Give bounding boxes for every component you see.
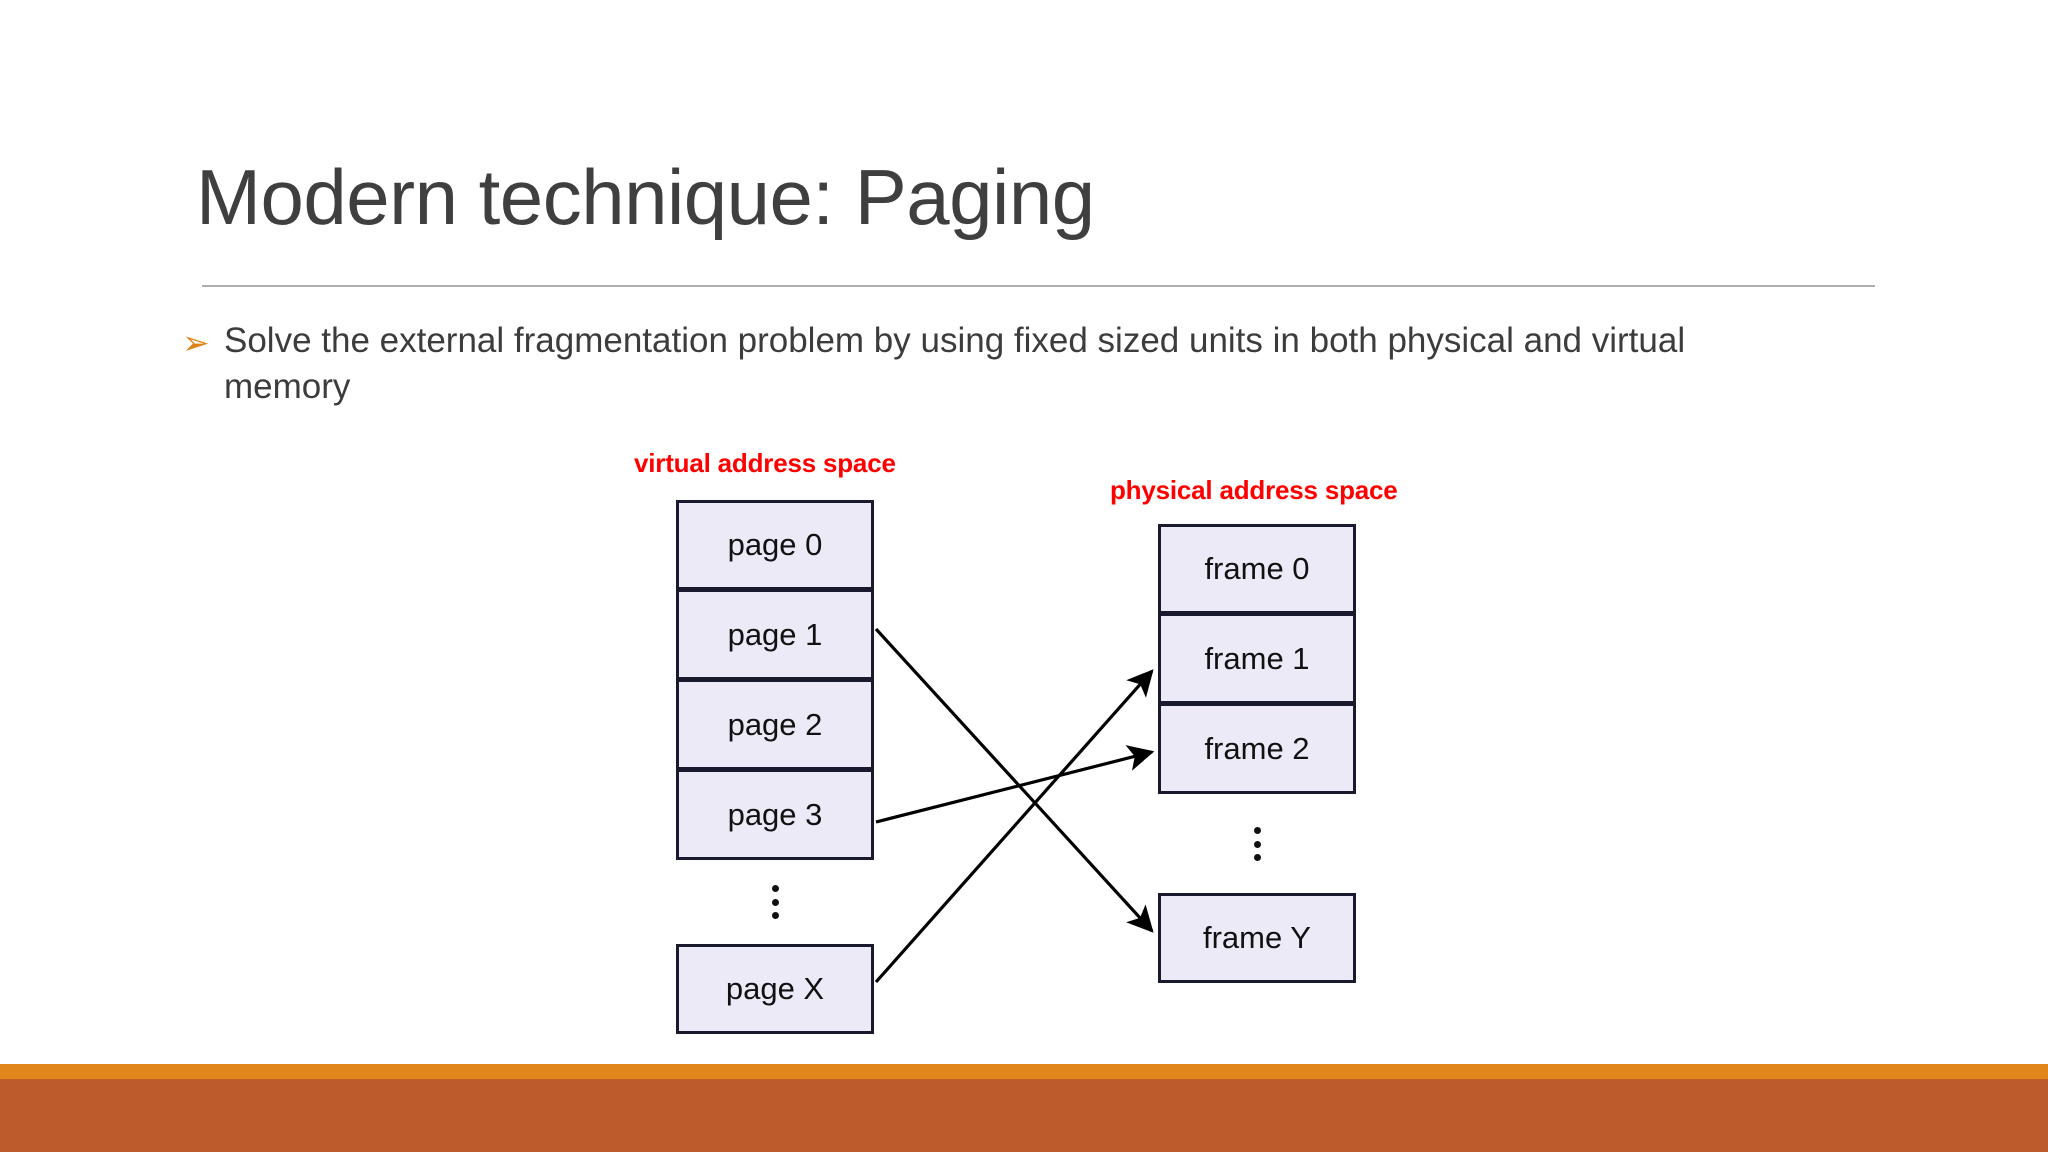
- footer-band: [0, 1079, 2048, 1152]
- title-divider: [202, 285, 1875, 287]
- virtual-page-box-1: page 1: [676, 590, 874, 680]
- virtual-page-box-3: page 3: [676, 770, 874, 860]
- list-item: ➢ Solve the external fragmentation probl…: [182, 318, 1882, 410]
- bullet-text: Solve the external fragmentation problem…: [224, 321, 1686, 406]
- physical-frame-box-1: frame 1: [1158, 614, 1356, 704]
- physical-address-space-label: physical address space: [1110, 475, 1398, 505]
- page-title: Modern technique: Paging: [196, 153, 1095, 241]
- paging-diagram: virtual address space physical address s…: [634, 448, 1398, 1034]
- physical-frame-box-2: frame 2: [1158, 704, 1356, 794]
- arrow-pageX-to-frame1: [874, 669, 1154, 984]
- physical-frame-box-y: frame Y: [1158, 893, 1356, 983]
- physical-ellipsis-icon: [1251, 827, 1263, 861]
- virtual-page-box-2: page 2: [676, 680, 874, 770]
- arrow-page1-to-frameY: [874, 627, 1154, 933]
- physical-frame-box-0: frame 0: [1158, 524, 1356, 614]
- arrow-bullet-icon: ➢: [182, 324, 210, 361]
- virtual-ellipsis-icon: [769, 885, 781, 919]
- footer-accent-band: [0, 1064, 2048, 1079]
- bullet-list: ➢ Solve the external fragmentation probl…: [182, 318, 1882, 410]
- virtual-address-space-label: virtual address space: [634, 448, 896, 478]
- mapping-arrows: [874, 627, 1155, 984]
- virtual-page-box-0: page 0: [676, 500, 874, 590]
- virtual-page-box-x: page X: [676, 944, 874, 1034]
- arrow-page3-to-frame2: [875, 745, 1155, 824]
